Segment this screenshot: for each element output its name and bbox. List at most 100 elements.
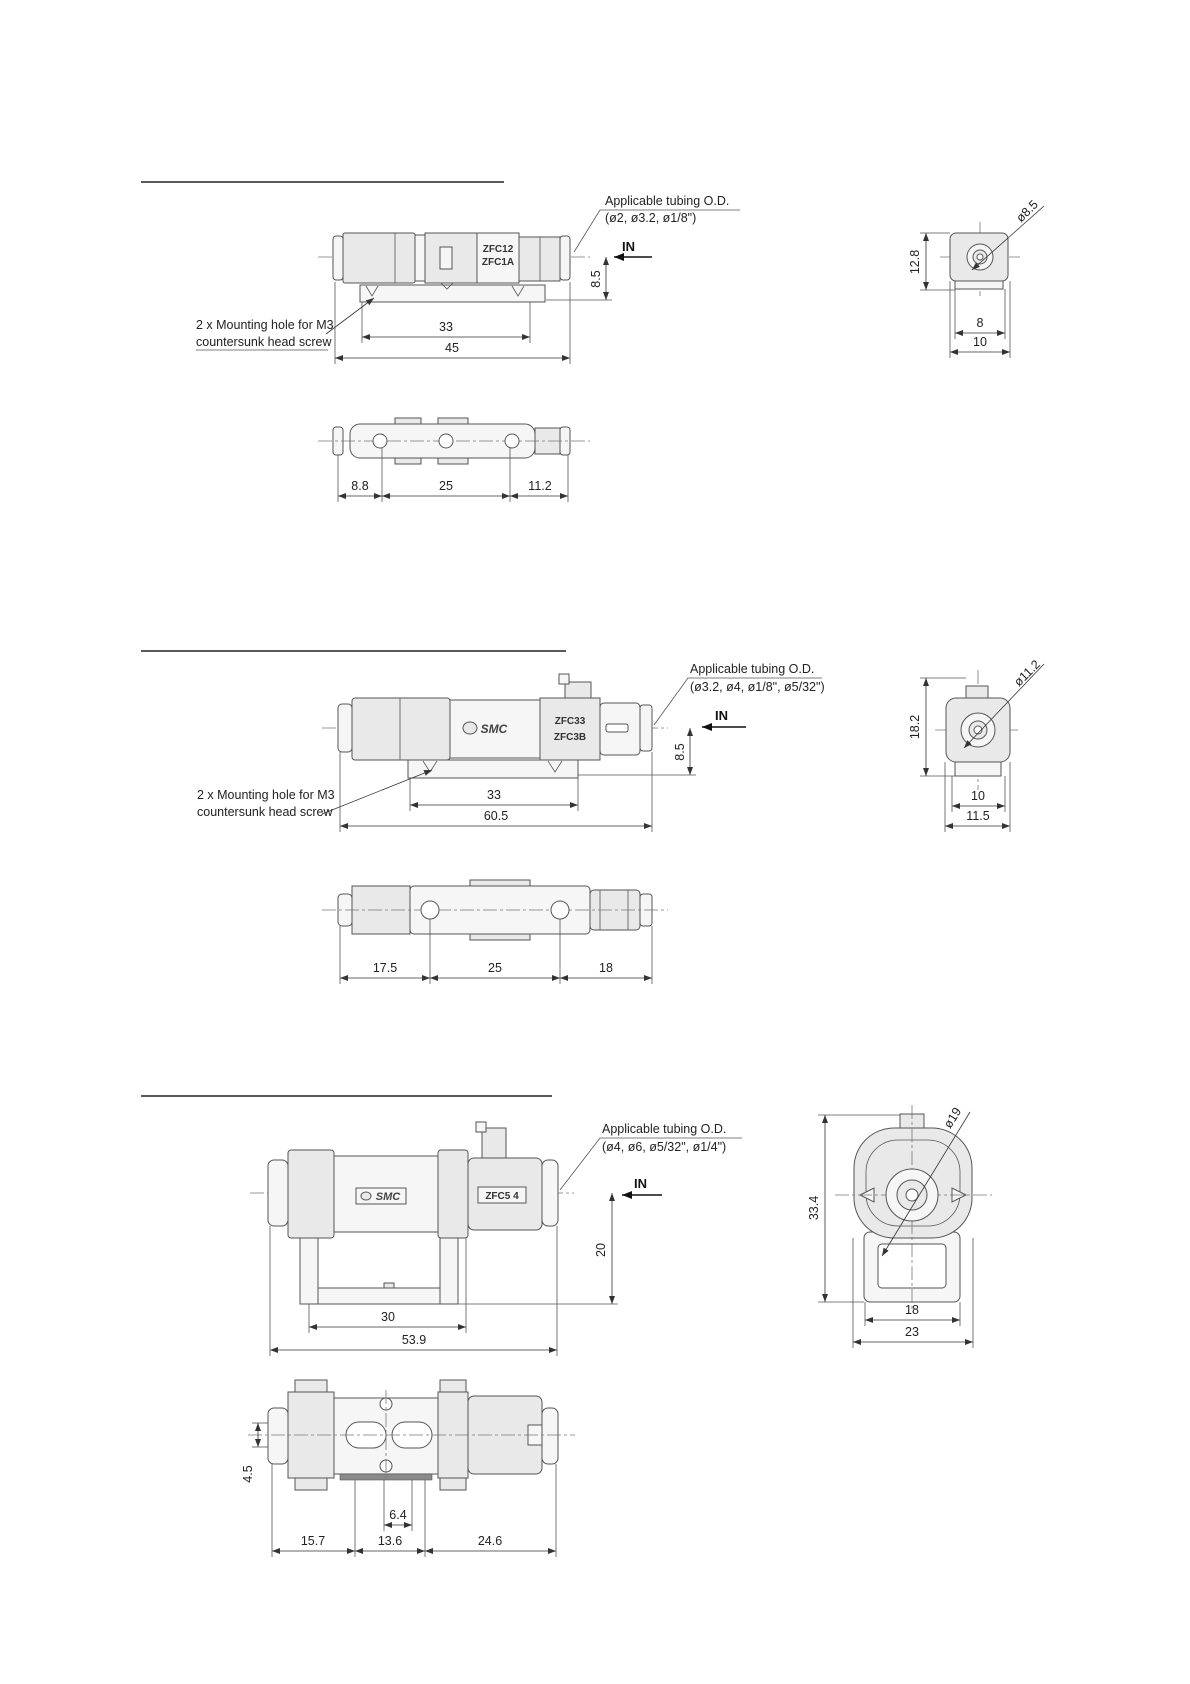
body-bump <box>294 1477 328 1491</box>
dim-value: 8.5 <box>673 743 687 760</box>
tube-bore <box>905 1188 919 1202</box>
tube-bore <box>973 725 983 735</box>
zfc5-front-view: SMC ZFC5 4 Applicable tubing O.D. (ø4, ø… <box>250 1121 742 1356</box>
dim-inner-width: 8 <box>954 289 1006 339</box>
tube-fitting-left <box>337 703 353 753</box>
label-block <box>476 232 520 284</box>
tubing-title: Applicable tubing O.D. <box>602 1122 726 1136</box>
dim-slot-offset: 4.5 <box>241 1422 268 1483</box>
body-bump <box>437 417 469 425</box>
dim-chain: 15.7 13.6 24.6 <box>271 1464 557 1557</box>
body-block <box>351 697 451 761</box>
mounting-hole-line1: 2 x Mounting hole for M3 <box>197 788 335 802</box>
release-tab-lip <box>475 1121 487 1133</box>
dim-length: 45 <box>334 282 571 364</box>
body-bump <box>394 457 422 465</box>
dim-value: 53.9 <box>402 1333 426 1347</box>
body-collar <box>414 234 426 282</box>
section-zfc1: ZFC12 ZFC1A Applicable tubing O.D. (ø2, … <box>141 181 1045 502</box>
zfc3-side-view: 18.2 ø11.2 10 11.5 <box>908 657 1045 832</box>
tubing-sizes: (ø3.2, ø4, ø1/8", ø5/32") <box>690 680 825 694</box>
release-tab-lip <box>558 673 570 685</box>
dim-fitting-height: 20 <box>458 1193 618 1305</box>
leader-line <box>573 209 740 253</box>
dim-height: 33.4 <box>807 1114 900 1303</box>
dim-hole-pitch: 30 <box>308 1238 467 1333</box>
smc-logo-icon <box>462 721 478 735</box>
tube-fitting-right <box>639 704 653 752</box>
section-zfc3: SMC ZFC33 ZFC3B Applicable tubing O.D. (… <box>141 650 1045 984</box>
zfc3-top-view: 17.5 25 18 <box>322 879 668 984</box>
body-bump <box>394 417 422 425</box>
dim-value: ø8.5 <box>1013 197 1041 225</box>
section-zfc5: SMC ZFC5 4 Applicable tubing O.D. (ø4, ø… <box>141 1095 992 1557</box>
dim-value: 60.5 <box>484 809 508 823</box>
tubing-sizes: (ø2, ø3.2, ø1/8") <box>605 211 696 225</box>
in-flow-arrow: IN <box>702 708 746 731</box>
leader-line <box>559 1137 742 1191</box>
mounting-hole-line2: countersunk head screw <box>197 805 333 819</box>
body-bump <box>437 457 469 465</box>
dim-value: 25 <box>439 479 453 493</box>
countersink-hole <box>547 760 563 773</box>
mounting-hole <box>504 433 520 449</box>
dim-fitting-height: 8.5 <box>578 728 696 776</box>
dim-value: 33 <box>439 320 453 334</box>
dim-value: 33 <box>487 788 501 802</box>
dim-inner-width: 18 <box>864 1302 961 1326</box>
dim-value: 11.5 <box>966 809 989 823</box>
dim-value: 8.8 <box>351 479 368 493</box>
tubing-title: Applicable tubing O.D. <box>605 194 729 208</box>
dim-value: 10 <box>971 789 985 803</box>
tubing-title: Applicable tubing O.D. <box>690 662 814 676</box>
dim-value: 18 <box>599 961 613 975</box>
dim-value: 45 <box>445 341 459 355</box>
smc-logo-icon <box>360 1191 372 1201</box>
body-bump <box>439 1379 467 1393</box>
zfc1-top-view: 8.8 25 11.2 <box>318 417 590 502</box>
dim-value: 25 <box>488 961 502 975</box>
bracket-leg <box>439 1237 459 1305</box>
tubing-callout: Applicable tubing O.D. (ø3.2, ø4, ø1/8",… <box>653 662 825 726</box>
dim-value: 8 <box>977 316 984 330</box>
zfc5-side-view: 33.4 ø19 18 23 <box>807 1105 992 1348</box>
tube-fitting-left <box>332 235 344 281</box>
tube-fitting-right <box>541 1407 559 1465</box>
in-label: IN <box>715 708 728 723</box>
dim-chain: 17.5 25 18 <box>339 919 653 984</box>
dim-hole-pitch: 33 <box>409 778 579 811</box>
leader-arrow <box>325 297 375 335</box>
dim-value: 8.5 <box>589 270 603 287</box>
zfc1-side-view: 12.8 ø8.5 8 10 <box>908 197 1045 358</box>
bracket <box>954 761 1002 777</box>
mounting-hole-line1: 2 x Mounting hole for M3 <box>196 318 334 332</box>
dim-length: 60.5 <box>339 752 653 832</box>
brand-logo: SMC <box>376 1191 402 1203</box>
dim-value: 17.5 <box>373 961 397 975</box>
dim-value: 20 <box>594 1243 608 1257</box>
dim-value: 24.6 <box>478 1534 502 1548</box>
dim-inner-width: 10 <box>951 776 1006 812</box>
release-tab <box>564 681 592 699</box>
dim-value: 11.2 <box>528 479 551 493</box>
body-bump <box>294 1379 328 1393</box>
bracket-base <box>317 1287 441 1305</box>
in-label: IN <box>622 239 635 254</box>
zfc1-front-view: ZFC12 ZFC1A Applicable tubing O.D. (ø2, … <box>196 194 740 364</box>
leader-line <box>653 677 822 726</box>
dim-value: 4.5 <box>241 1465 255 1482</box>
inlet-block <box>287 1149 335 1239</box>
in-flow-arrow: IN <box>622 1176 662 1199</box>
tube-fitting-left <box>267 1159 289 1227</box>
dim-value: 23 <box>905 1325 919 1339</box>
dim-height: 18.2 <box>908 677 966 777</box>
body-bump <box>469 933 531 941</box>
dim-width: 23 <box>852 1238 974 1348</box>
dim-width: 11.5 <box>944 762 1011 832</box>
dim-chain: 8.8 25 11.2 <box>337 448 569 502</box>
dim-value: 15.7 <box>301 1534 325 1548</box>
bracket-notch <box>383 1282 395 1289</box>
dim-width: 10 <box>949 281 1011 358</box>
label-block <box>539 697 601 761</box>
